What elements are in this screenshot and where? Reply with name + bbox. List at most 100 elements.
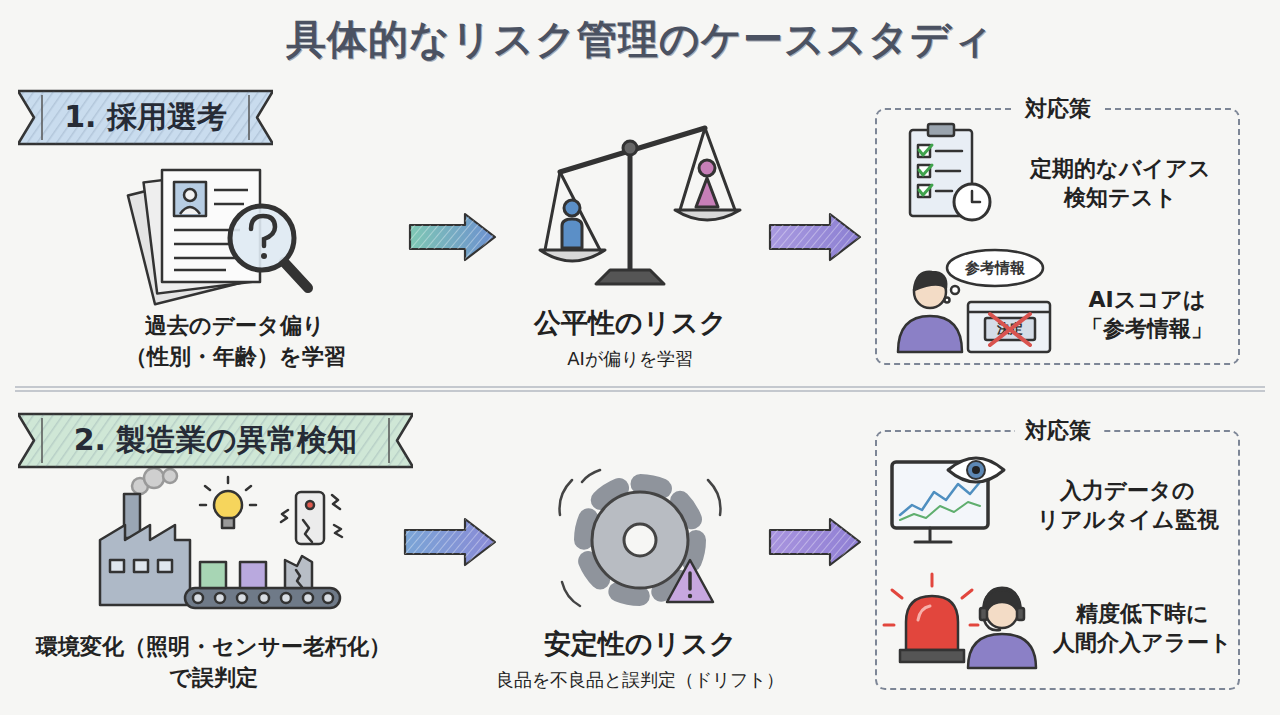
alarm-operator-icon — [884, 574, 978, 625]
countermeasure-box: 対応策定期的なバイアス 検知テストAIスコアは 「参考情報」 — [875, 108, 1240, 365]
thought-bubble-text: 参考情報 — [947, 256, 1043, 280]
diagram-title: 具体的なリスク管理のケーススタディ — [0, 12, 1280, 67]
box-heading: 対応策 — [1015, 94, 1101, 124]
reviewer-person-icon — [951, 286, 959, 294]
countermeasure-item: AIスコアは 「参考情報」 — [1057, 274, 1237, 354]
factory-icon — [185, 588, 340, 608]
magnifier-question-icon — [261, 253, 267, 259]
factory-icon — [306, 501, 314, 509]
magnifier-question-icon — [230, 206, 294, 270]
balance-scale-icon — [562, 219, 582, 248]
alarm-operator-icon — [1017, 608, 1024, 620]
factory-icon — [323, 593, 333, 603]
factory-icon — [222, 518, 234, 528]
node-heading: 1. 採用選考 — [64, 97, 227, 138]
monitor-eye-icon — [900, 502, 980, 520]
alarm-operator-icon — [968, 634, 1036, 668]
balance-scale-icon — [540, 250, 605, 261]
gear-warning-icon — [560, 470, 721, 606]
factory-icon — [134, 560, 148, 572]
gear-warning-icon — [688, 573, 692, 589]
factory-icon — [281, 593, 291, 603]
flow-arrow — [770, 214, 860, 260]
arrow-body — [770, 519, 860, 565]
ribbon-hatch — [18, 414, 413, 467]
factory-icon — [200, 477, 256, 505]
arrow-body — [405, 519, 495, 565]
section-banner: 2. 製造業の異常検知 — [18, 408, 413, 473]
balance-scale-icon — [560, 172, 600, 250]
alarm-operator-icon — [884, 574, 1036, 668]
flow-arrow — [410, 214, 495, 260]
balance-scale-icon — [560, 128, 705, 172]
arrow-body — [410, 214, 495, 260]
countermeasure-box: 対応策入力データの リアルタイム監視精度低下時に 人間介入アラート — [875, 430, 1240, 690]
balance-scale-icon — [696, 178, 718, 207]
factory-icon — [215, 593, 225, 603]
factory-icon — [144, 468, 164, 488]
checklist-clock-icon — [919, 165, 932, 175]
gear-warning-icon — [592, 492, 688, 588]
flow-arrow — [770, 519, 860, 565]
alarm-operator-icon — [980, 608, 987, 620]
alarm-operator-icon — [984, 620, 1000, 630]
node-heading: 安定性のリスク — [470, 625, 810, 662]
resume-documents-icon — [174, 182, 206, 216]
factory-icon — [240, 562, 266, 588]
magnifier-question-icon — [230, 206, 308, 288]
factory-icon — [200, 562, 226, 588]
reject-cross — [990, 314, 1030, 345]
node-heading: 定期的なバイアス 検知テスト — [1021, 154, 1219, 212]
flow-arrow — [405, 519, 495, 565]
factory-icon — [193, 593, 203, 603]
arrow-hatch — [770, 519, 860, 565]
factory-icon — [281, 495, 342, 537]
factory-icon — [100, 468, 342, 608]
monitor-eye-icon — [892, 462, 988, 528]
magnifier-question-icon — [284, 262, 308, 288]
factory-icon — [303, 520, 312, 542]
monitor-eye-icon — [900, 482, 980, 515]
monitor-eye-icon — [948, 458, 1004, 482]
gear-warning-icon — [667, 560, 713, 602]
arrow-hatch — [770, 214, 860, 260]
balance-scale-icon — [675, 210, 740, 220]
gear-warning-icon — [560, 470, 721, 606]
node-heading: 2. 製造業の異常検知 — [74, 420, 358, 461]
checklist-clock-icon — [928, 124, 954, 136]
monitor-eye-icon — [972, 466, 980, 474]
countermeasure-item: 定期的なバイアス 検知テスト — [1010, 147, 1230, 219]
section-divider — [15, 386, 1265, 388]
arrow-hatch — [405, 519, 495, 565]
alarm-operator-icon — [900, 650, 964, 662]
factory-icon — [303, 593, 313, 603]
node-heading: AIスコアは 「参考情報」 — [1072, 285, 1222, 343]
reviewer-person-icon — [968, 311, 1050, 314]
alarm-operator-icon — [906, 596, 958, 650]
monitor-eye-icon — [892, 458, 1004, 542]
factory-icon — [110, 560, 124, 572]
reviewer-person-icon — [945, 298, 950, 303]
balance-scale-icon — [545, 172, 560, 250]
balance-scale-icon — [596, 270, 664, 284]
countermeasure-item: 精度低下時に 人間介入アラート — [1047, 592, 1237, 664]
factory-icon — [237, 593, 247, 603]
reviewer-person-icon — [898, 316, 962, 352]
balance-scale-icon — [623, 141, 637, 155]
monitor-eye-icon — [915, 528, 951, 542]
balance-scale-icon — [699, 160, 715, 176]
resume-documents-icon — [174, 257, 236, 260]
illustrated-step: 安定性のリスク良品を不良品と誤判定（ドリフト） — [520, 465, 760, 693]
factory-icon — [163, 469, 177, 483]
reviewer-person-icon — [968, 302, 1050, 352]
balance-scale-icon — [628, 146, 633, 272]
alarm-operator-icon — [984, 588, 1020, 614]
resume-documents-icon — [180, 207, 200, 214]
checklist-clock-icon — [954, 184, 990, 220]
arrow-hatch — [410, 214, 495, 260]
checklist-clock-icon — [936, 150, 962, 153]
ribbon-fill — [18, 91, 273, 144]
illustrated-step: 過去のデータ偏り （性別・年齢）を学習 — [95, 160, 375, 372]
reviewer-person-icon — [898, 250, 1050, 352]
